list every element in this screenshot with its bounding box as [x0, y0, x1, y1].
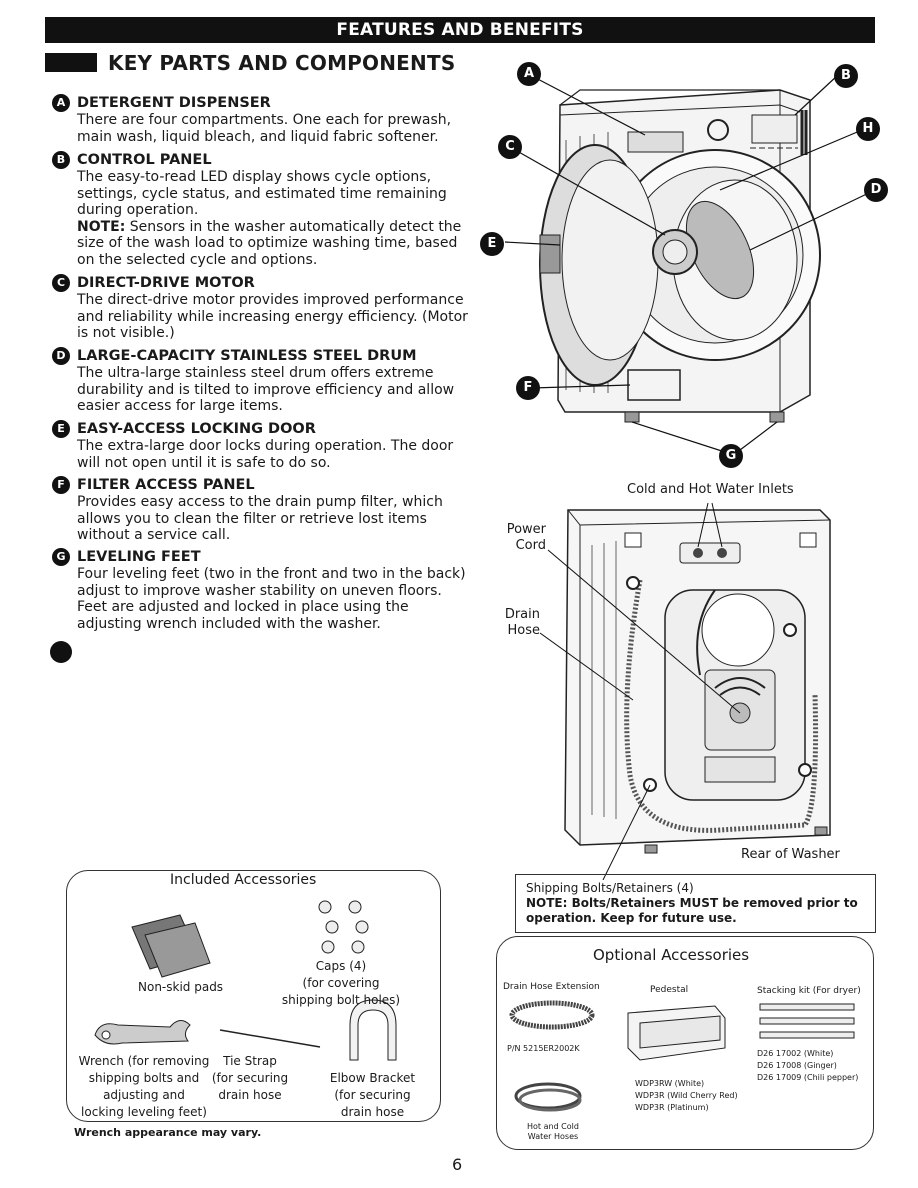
callout-g: G: [719, 444, 743, 468]
non-skid-pads-icon: [131, 914, 211, 978]
stacking-kit-icon: [759, 1003, 855, 1039]
included-accessories-title: Included Accessories: [170, 872, 317, 888]
callout-e: E: [480, 232, 504, 256]
part-desc: The ultra-large stainless steel drum off…: [77, 365, 455, 414]
shipping-bolts-note: Shipping Bolts/Retainers (4) NOTE: Bolts…: [515, 874, 876, 933]
part-title: LARGE-CAPACITY STAINLESS STEEL DRUM: [77, 348, 417, 364]
power-cord-label: Power Cord: [506, 522, 546, 553]
part-title: LEVELING FEET: [77, 549, 201, 565]
badge-d: D: [52, 347, 70, 365]
part-a: A DETERGENT DISPENSER There are four com…: [52, 94, 472, 148]
part-desc: The extra-large door locks during operat…: [77, 438, 454, 471]
tie-strap-label: Tie Strap (for securing drain hose: [211, 1054, 289, 1102]
page-number: 6: [452, 1155, 463, 1174]
drain-extension-pn: P/N 5215ER2002K: [507, 1044, 580, 1053]
rear-of-washer-label: Rear of Washer: [741, 847, 840, 862]
badge-f: F: [52, 476, 70, 494]
part-desc: There are four compartments. One each fo…: [77, 112, 452, 145]
drain-extension-label: Drain Hose Extension: [503, 982, 600, 992]
callout-d: D: [864, 178, 888, 202]
part-e: E EASY-ACCESS LOCKING DOOR The extra-lar…: [52, 420, 472, 473]
stacking-kit-label: Stacking kit (For dryer): [757, 986, 861, 996]
pedestal-icon: [627, 1005, 726, 1061]
shipping-bolts-warning: NOTE: Bolts/Retainers MUST be removed pr…: [526, 896, 858, 925]
badge-c: C: [52, 274, 70, 292]
callout-h: H: [856, 117, 880, 141]
badge-e: E: [52, 420, 70, 438]
part-h: [50, 637, 472, 667]
section-title: KEY PARTS AND COMPONENTS: [108, 51, 456, 75]
washer-rear-illustration: [539, 502, 831, 880]
part-desc: Provides easy access to the drain pump f…: [77, 494, 443, 543]
wrench-footnote: Wrench appearance may vary.: [74, 1126, 262, 1139]
part-desc: Four leveling feet (two in the front and…: [77, 566, 466, 632]
part-title: EASY-ACCESS LOCKING DOOR: [77, 421, 316, 437]
elbow-bracket-icon: [349, 999, 397, 1061]
wrench-label: Wrench (for removing shipping bolts and …: [78, 1054, 210, 1119]
drain-hose-label: Drain Hose: [504, 607, 540, 638]
accessory-icons: [94, 900, 397, 1061]
callout-c: C: [498, 135, 522, 159]
features-banner: FEATURES AND BENEFITS: [45, 17, 875, 43]
included-accessories-box: [66, 870, 441, 1122]
water-hoses-icon: [514, 1082, 582, 1112]
part-f: F FILTER ACCESS PANEL Provides easy acce…: [52, 476, 472, 545]
part-desc: The easy-to-read LED display shows cycle…: [77, 169, 447, 218]
part-title: CONTROL PANEL: [77, 152, 212, 168]
part-desc: The direct-drive motor provides improved…: [77, 292, 468, 341]
elbow-bracket-label: Elbow Bracket (for securing drain hose: [329, 1071, 416, 1119]
stacking-kit-models: D26 17002 (White) D26 17008 (Ginger) D26…: [757, 1049, 859, 1082]
water-inlets-label: Cold and Hot Water Inlets: [627, 482, 794, 497]
optional-accessories-box: [496, 936, 874, 1150]
badge-a: A: [52, 94, 70, 112]
part-note: NOTE: Sensors in the washer automaticall…: [77, 219, 472, 269]
caps-icon: [318, 900, 369, 954]
section-marker: [45, 53, 97, 72]
badge-b: B: [52, 151, 70, 169]
parts-list: A DETERGENT DISPENSER There are four com…: [50, 94, 472, 670]
optional-accessories-title: Optional Accessories: [593, 946, 750, 964]
part-title: FILTER ACCESS PANEL: [77, 477, 255, 493]
note-text: Sensors in the washer automatically dete…: [77, 218, 462, 268]
note-label: NOTE:: [77, 218, 126, 235]
shipping-bolts-title: Shipping Bolts/Retainers (4): [526, 881, 694, 895]
part-title: DIRECT-DRIVE MOTOR: [77, 275, 255, 291]
wrench-icon: [94, 1020, 191, 1045]
badge-h: [50, 641, 72, 663]
callout-b: B: [834, 64, 858, 88]
part-c: C DIRECT-DRIVE MOTOR The direct-drive mo…: [52, 274, 472, 344]
water-hoses-label: Hot and Cold Water Hoses: [527, 1122, 579, 1141]
callout-a: A: [517, 62, 541, 86]
tie-strap-icon: [219, 1029, 321, 1048]
pedestal-models: WDP3RW (White) WDP3R (Wild Cherry Red) W…: [635, 1079, 738, 1112]
pads-label: Non-skid pads: [138, 980, 224, 994]
callout-f: F: [516, 376, 540, 400]
part-title: DETERGENT DISPENSER: [77, 95, 271, 111]
pedestal-label: Pedestal: [650, 985, 689, 995]
part-g: G LEVELING FEET Four leveling feet (two …: [52, 548, 472, 634]
part-b: B CONTROL PANEL The easy-to-read LED dis…: [52, 151, 472, 271]
part-d: D LARGE-CAPACITY STAINLESS STEEL DRUM Th…: [52, 347, 472, 417]
badge-g: G: [52, 548, 70, 566]
caps-label: Caps (4) (for covering shipping bolt hol…: [281, 959, 401, 1007]
drain-hose-extension-icon: [509, 1000, 595, 1030]
washer-front-illustration: [504, 74, 876, 454]
